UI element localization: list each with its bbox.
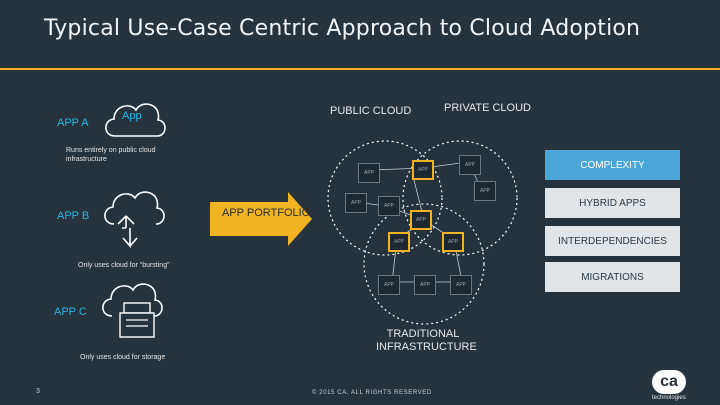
app-node-label: APP [363,170,374,176]
app-node: APP [378,196,400,216]
app-c-note: Only uses cloud for storage [80,354,166,361]
page-number: 3 [36,388,41,395]
app-node: APP [358,163,380,183]
app-node: APP [474,181,496,201]
app-node-label: APP [393,239,404,245]
app-node: APP [414,275,436,295]
side-box-complexity: COMPLEXITY [545,150,680,180]
arrow-label: APP PORTFOLIO [222,207,311,219]
app-b-note: Only uses cloud for “bursting” [78,262,170,269]
app-node-label: APP [417,167,428,173]
cloud-storage-icon [102,283,163,338]
app-a-note: Runs entirely on public cloud infrastruc… [66,147,156,163]
app-a-label: APP A [57,117,89,129]
app-node: APP [378,275,400,295]
private-cloud-label: PRIVATE CLOUD [444,102,531,114]
app-node: APP [459,155,481,175]
app-node-label: APP [415,217,426,223]
slide-title: Typical Use-Case Centric Approach to Clo… [44,16,641,41]
ca-logo: ca [652,370,686,394]
app-node-label: APP [383,203,394,209]
app-node-label: APP [447,239,458,245]
traditional-infrastructure-label: TRADITIONAL INFRASTRUCTURE [376,328,477,353]
side-box-hybrid-apps: HYBRID APPS [545,188,680,218]
app-node-label: APP [464,162,475,168]
app-node: APP [345,193,367,213]
app-node-label: APP [350,200,361,206]
app-node-label: APP [479,188,490,194]
side-box-interdependencies: INTERDEPENDENCIES [545,226,680,256]
cloud-app-icon [105,103,166,137]
app-node-label: APP [419,282,430,288]
ca-logo-text: ca [660,373,678,390]
app-node-label: APP [455,282,466,288]
public-cloud-label: PUBLIC CLOUD [330,105,412,117]
copyright-text: © 2015 CA. ALL RIGHTS RESERVED [312,390,432,396]
cloud-app-text: App [122,110,142,122]
app-b-label: APP B [57,210,90,222]
cloud-upload-download-icon [104,191,165,249]
title-underline [0,68,720,70]
app-node: APP [412,160,434,180]
app-c-label: APP C [54,306,87,318]
ca-logo-subtext: technologies [652,395,686,401]
app-node: APP [450,275,472,295]
app-node: APP [442,232,464,252]
app-node-label: APP [383,282,394,288]
app-node: APP [410,210,432,230]
app-node: APP [388,232,410,252]
side-box-migrations: MIGRATIONS [545,262,680,292]
portfolio-arrow [210,192,312,246]
